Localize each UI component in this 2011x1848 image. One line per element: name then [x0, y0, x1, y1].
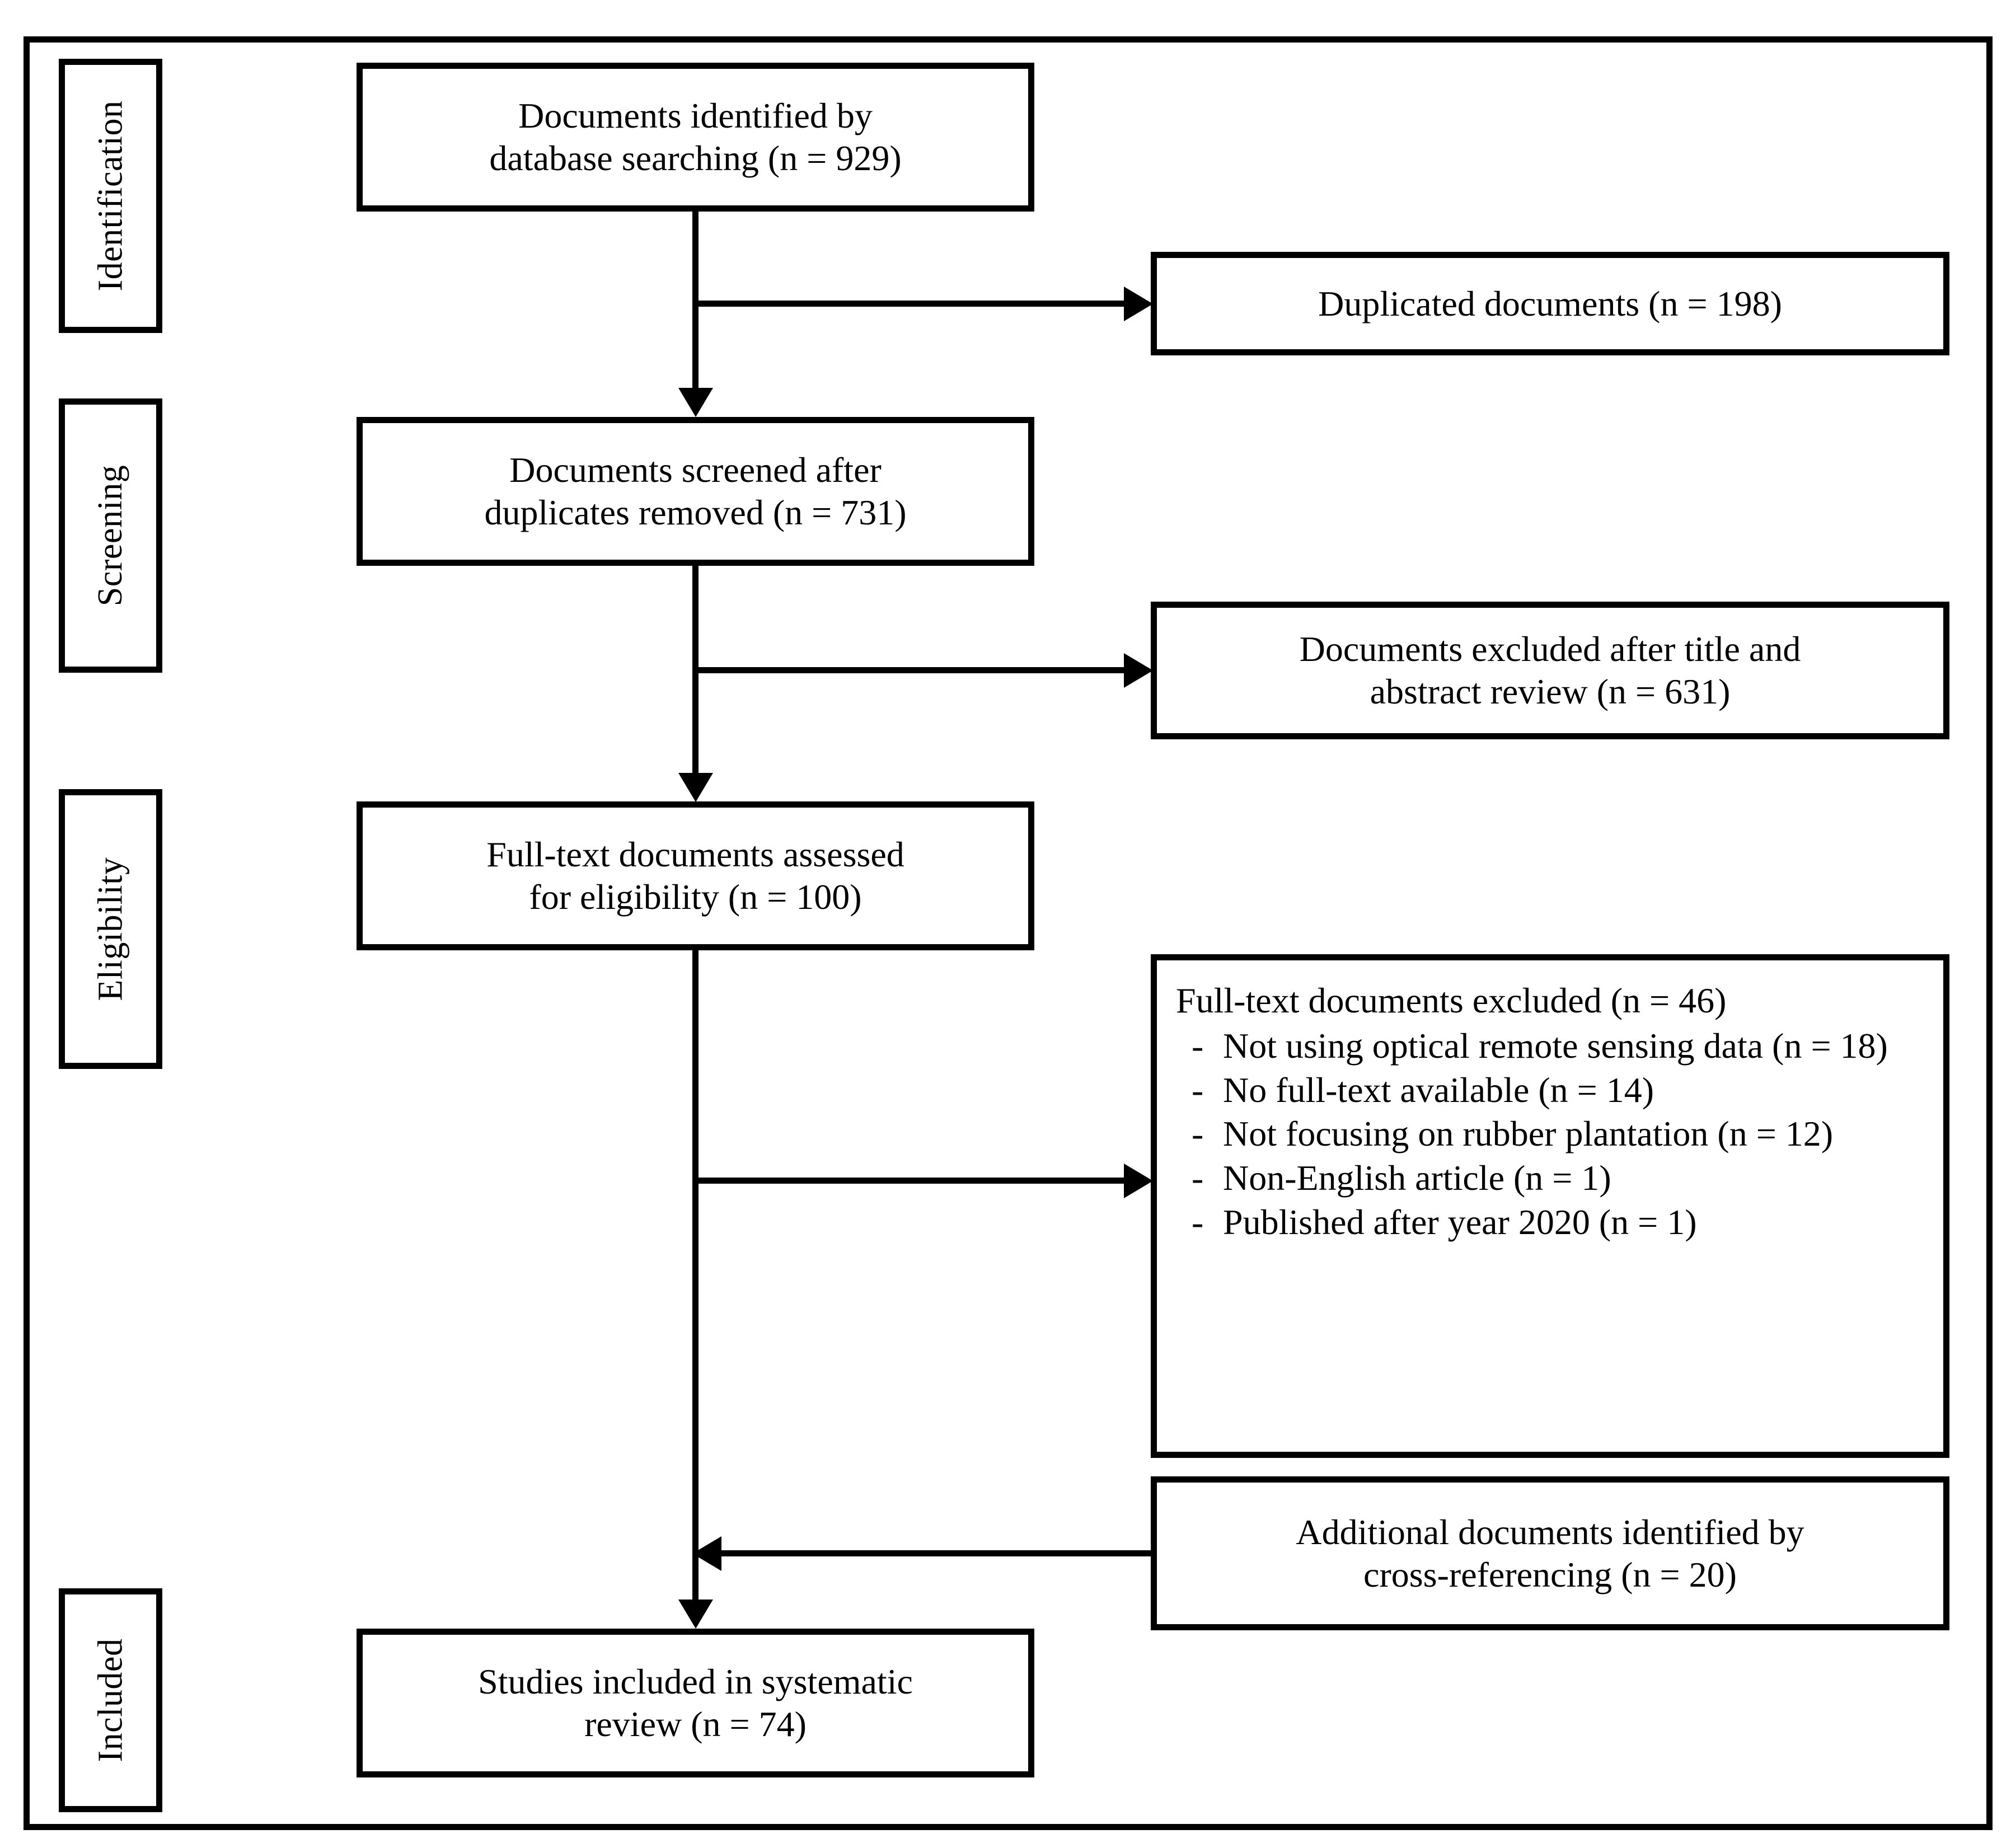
box-documents-identified-text: Documents identified by database searchi…	[489, 95, 901, 179]
arrowhead-identified-to-screened	[678, 388, 713, 417]
exclusion-reason-text: Not focusing on rubber plantation (n = 1…	[1223, 1114, 1834, 1154]
list-bullet-dash: -	[1192, 1025, 1204, 1066]
exclusion-reason-text: Published after year 2020 (n = 1)	[1223, 1202, 1697, 1242]
stage-label-eligibility: Eligibility	[59, 789, 162, 1069]
box-fulltext-assessed-line2: for eligibility (n = 100)	[529, 877, 862, 917]
exclusion-reason-item: - Non-English article (n = 1)	[1192, 1157, 1926, 1200]
box-additional-cross-referencing-line1: Additional documents identified by	[1296, 1512, 1804, 1552]
arrowhead-fulltext-to-included	[678, 1600, 713, 1629]
arrowhead-to-fulltext-excluded	[1124, 1164, 1153, 1198]
box-duplicated-documents-text: Duplicated documents (n = 198)	[1318, 283, 1782, 325]
box-excluded-title-abstract-text: Documents excluded after title and abstr…	[1300, 628, 1801, 712]
exclusion-reason-list: - Not using optical remote sensing data …	[1176, 1025, 1926, 1244]
stage-label-included-text: Included	[91, 1638, 130, 1762]
box-additional-cross-referencing-text: Additional documents identified by cross…	[1296, 1511, 1804, 1596]
stage-label-identification-text: Identification	[91, 100, 130, 292]
box-documents-screened-line1: Documents screened after	[509, 450, 882, 490]
exclusion-reason-item: - Not using optical remote sensing data …	[1192, 1025, 1926, 1068]
exclusion-reason-item: - No full-text available (n = 14)	[1192, 1069, 1926, 1112]
exclusion-reason-text: No full-text available (n = 14)	[1223, 1070, 1654, 1110]
box-duplicated-documents-line1: Duplicated documents (n = 198)	[1318, 283, 1782, 323]
list-bullet-dash: -	[1192, 1202, 1204, 1242]
connector-cross-referencing-to-trunk	[721, 1550, 1151, 1556]
connector-identified-to-screened	[692, 212, 699, 388]
arrowhead-cross-referencing-to-trunk	[692, 1536, 721, 1571]
box-duplicated-documents: Duplicated documents (n = 198)	[1151, 252, 1949, 355]
exclusion-reason-text: Non-English article (n = 1)	[1223, 1158, 1611, 1198]
box-documents-screened-line2: duplicates removed (n = 731)	[484, 493, 907, 532]
box-documents-identified-line1: Documents identified by	[518, 96, 873, 136]
box-studies-included-line2: review (n = 74)	[584, 1704, 807, 1744]
box-studies-included: Studies included in systematic review (n…	[357, 1629, 1034, 1777]
connector-to-excluded-title-abstract	[692, 667, 1126, 673]
box-studies-included-text: Studies included in systematic review (n…	[478, 1661, 913, 1745]
list-bullet-dash: -	[1192, 1114, 1204, 1154]
box-additional-cross-referencing: Additional documents identified by cross…	[1151, 1476, 1949, 1630]
arrowhead-screened-to-fulltext	[678, 773, 713, 802]
box-fulltext-assessed: Full-text documents assessed for eligibi…	[357, 801, 1034, 950]
box-additional-cross-referencing-line2: cross-referencing (n = 20)	[1363, 1554, 1737, 1594]
exclusion-reason-item: - Not focusing on rubber plantation (n =…	[1192, 1113, 1926, 1156]
box-documents-screened-text: Documents screened after duplicates remo…	[484, 449, 906, 533]
stage-label-screening: Screening	[59, 398, 162, 673]
list-bullet-dash: -	[1192, 1070, 1204, 1110]
exclusion-reason-item: - Published after year 2020 (n = 1)	[1192, 1201, 1926, 1244]
stage-label-identification: Identification	[59, 59, 162, 333]
diagram-outer-frame	[24, 36, 1993, 1830]
exclusion-reason-text: Not using optical remote sensing data (n…	[1223, 1025, 1888, 1066]
connector-to-fulltext-excluded	[692, 1178, 1126, 1184]
connector-fulltext-to-included	[692, 950, 699, 1600]
box-documents-screened: Documents screened after duplicates remo…	[357, 417, 1034, 566]
stage-label-screening-text: Screening	[91, 465, 130, 607]
box-excluded-title-abstract: Documents excluded after title and abstr…	[1151, 602, 1949, 739]
box-documents-identified: Documents identified by database searchi…	[357, 63, 1034, 212]
box-studies-included-line1: Studies included in systematic	[478, 1662, 913, 1702]
box-excluded-title-abstract-line2: abstract review (n = 631)	[1370, 672, 1731, 711]
stage-label-included: Included	[59, 1588, 162, 1812]
box-fulltext-excluded-title: Full-text documents excluded (n = 46)	[1176, 981, 1727, 1020]
box-fulltext-excluded: Full-text documents excluded (n = 46) - …	[1151, 954, 1949, 1458]
box-fulltext-assessed-text: Full-text documents assessed for eligibi…	[486, 833, 904, 918]
arrowhead-to-excluded-title-abstract	[1124, 653, 1153, 688]
box-fulltext-assessed-line1: Full-text documents assessed	[486, 834, 904, 875]
list-bullet-dash: -	[1192, 1158, 1204, 1198]
stage-label-eligibility-text: Eligibility	[91, 857, 130, 1001]
box-fulltext-excluded-content: Full-text documents excluded (n = 46) - …	[1176, 979, 1926, 1245]
box-documents-identified-line2: database searching (n = 929)	[489, 138, 902, 178]
box-excluded-title-abstract-line1: Documents excluded after title and	[1299, 629, 1801, 669]
connector-to-duplicated-documents	[692, 301, 1126, 307]
arrowhead-to-duplicated-documents	[1124, 287, 1153, 321]
